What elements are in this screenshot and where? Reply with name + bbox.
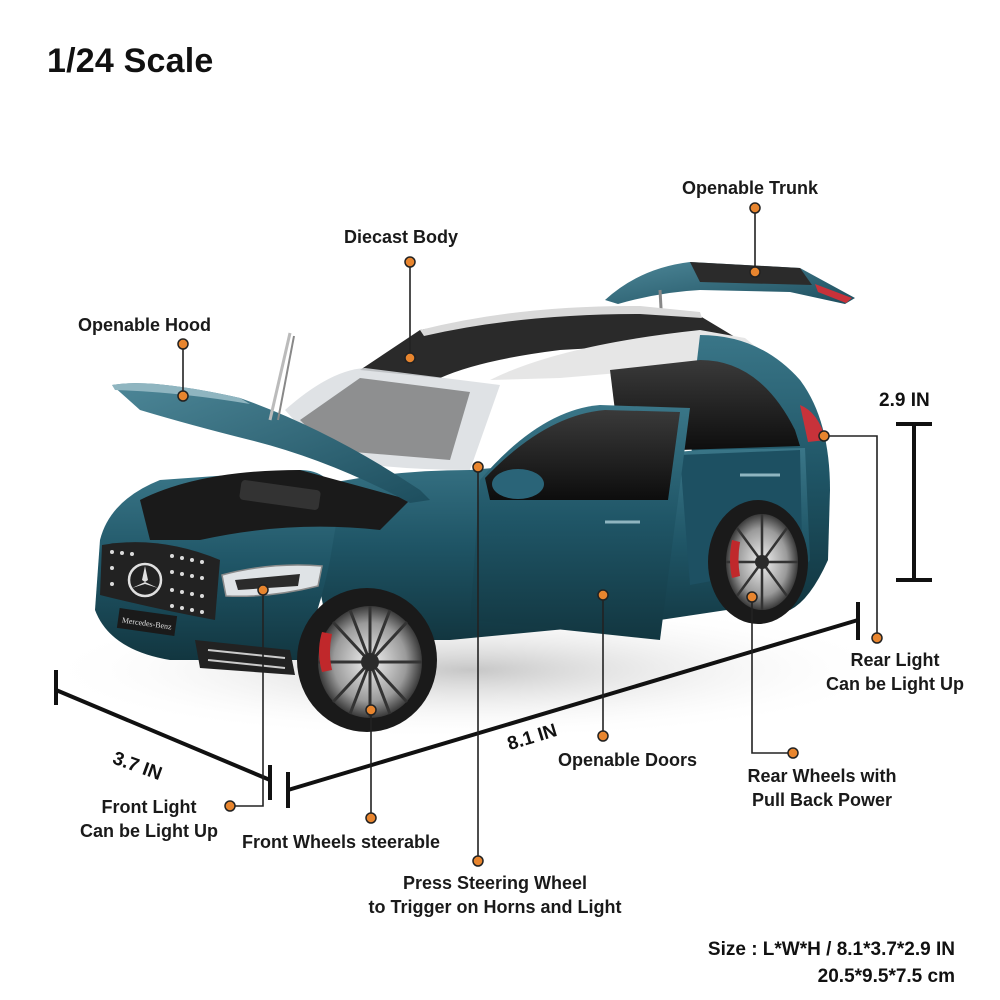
label-rear-wheels: Rear Wheels with Pull Back Power <box>734 764 910 812</box>
label-openable-trunk: Openable Trunk <box>682 178 819 198</box>
body-dot-top <box>404 256 416 268</box>
rear-light-dot-car <box>818 430 830 442</box>
size-spec-inches: Size : L*W*H / 8.1*3.7*2.9 IN <box>707 939 955 960</box>
rear-wheels-line1: Rear Wheels with <box>747 766 897 786</box>
label-steering-wheel: Press Steering Wheel to Trigger on Horns… <box>340 871 650 919</box>
callout-dots <box>177 202 883 867</box>
front-door-open <box>470 405 690 640</box>
steering-dot-label <box>472 855 484 867</box>
steering-dot-car <box>472 461 484 473</box>
steering-line2: to Trigger on Horns and Light <box>368 897 622 917</box>
size-spec-cm: 20.5*9.5*7.5 cm <box>817 966 955 987</box>
front-wheel <box>297 588 437 732</box>
trunk-dot-car <box>749 266 761 278</box>
front-light-line1: Front Light <box>101 797 197 817</box>
doors-dot-car <box>597 589 609 601</box>
label-rear-light: Rear Light Can be Light Up <box>812 648 978 696</box>
label-front-wheels: Front Wheels steerable <box>242 832 441 852</box>
callout-lines <box>182 208 878 861</box>
doors-dot-label <box>597 730 609 742</box>
label-front-light: Front Light Can be Light Up <box>66 795 232 843</box>
rear-light-line1: Rear Light <box>850 650 940 670</box>
front-light-dot-car <box>257 584 269 596</box>
windshield <box>285 368 500 470</box>
label-diecast-body: Diecast Body <box>344 227 459 247</box>
steering-line1: Press Steering Wheel <box>402 873 588 893</box>
body-dot-car <box>404 352 416 364</box>
front-wheel-dot-car <box>365 704 377 716</box>
scale-title: 1/24 Scale <box>47 42 214 80</box>
size-spec: Size : L*W*H / 8.1*3.7*2.9 IN 20.5*9.5*7… <box>708 936 955 990</box>
front-wheel-dot-label <box>365 812 377 824</box>
hood-dot-top <box>177 338 189 350</box>
height-label: 2.9 IN <box>879 390 930 411</box>
rear-wheels-line2: Pull Back Power <box>751 790 893 810</box>
trunk-dot-top <box>749 202 761 214</box>
front-light-dot-label <box>224 800 236 812</box>
rear-light-dot-label <box>871 632 883 644</box>
width-dimension <box>54 670 272 800</box>
length-dimension <box>286 602 860 808</box>
hood-dot-car <box>177 390 189 402</box>
rear-light-line2: Can be Light Up <box>826 674 964 694</box>
rear-wheel <box>708 500 808 624</box>
rear-wheel-dot-label <box>787 747 799 759</box>
car-front: Mercedes-Benz <box>95 470 410 675</box>
label-openable-hood: Openable Hood <box>78 315 212 335</box>
rear-wheel-dot-car <box>746 591 758 603</box>
brand-logo-icon <box>127 562 163 598</box>
label-openable-doors: Openable Doors <box>558 750 698 770</box>
front-light-line2: Can be Light Up <box>80 821 218 841</box>
height-dimension <box>896 422 932 582</box>
